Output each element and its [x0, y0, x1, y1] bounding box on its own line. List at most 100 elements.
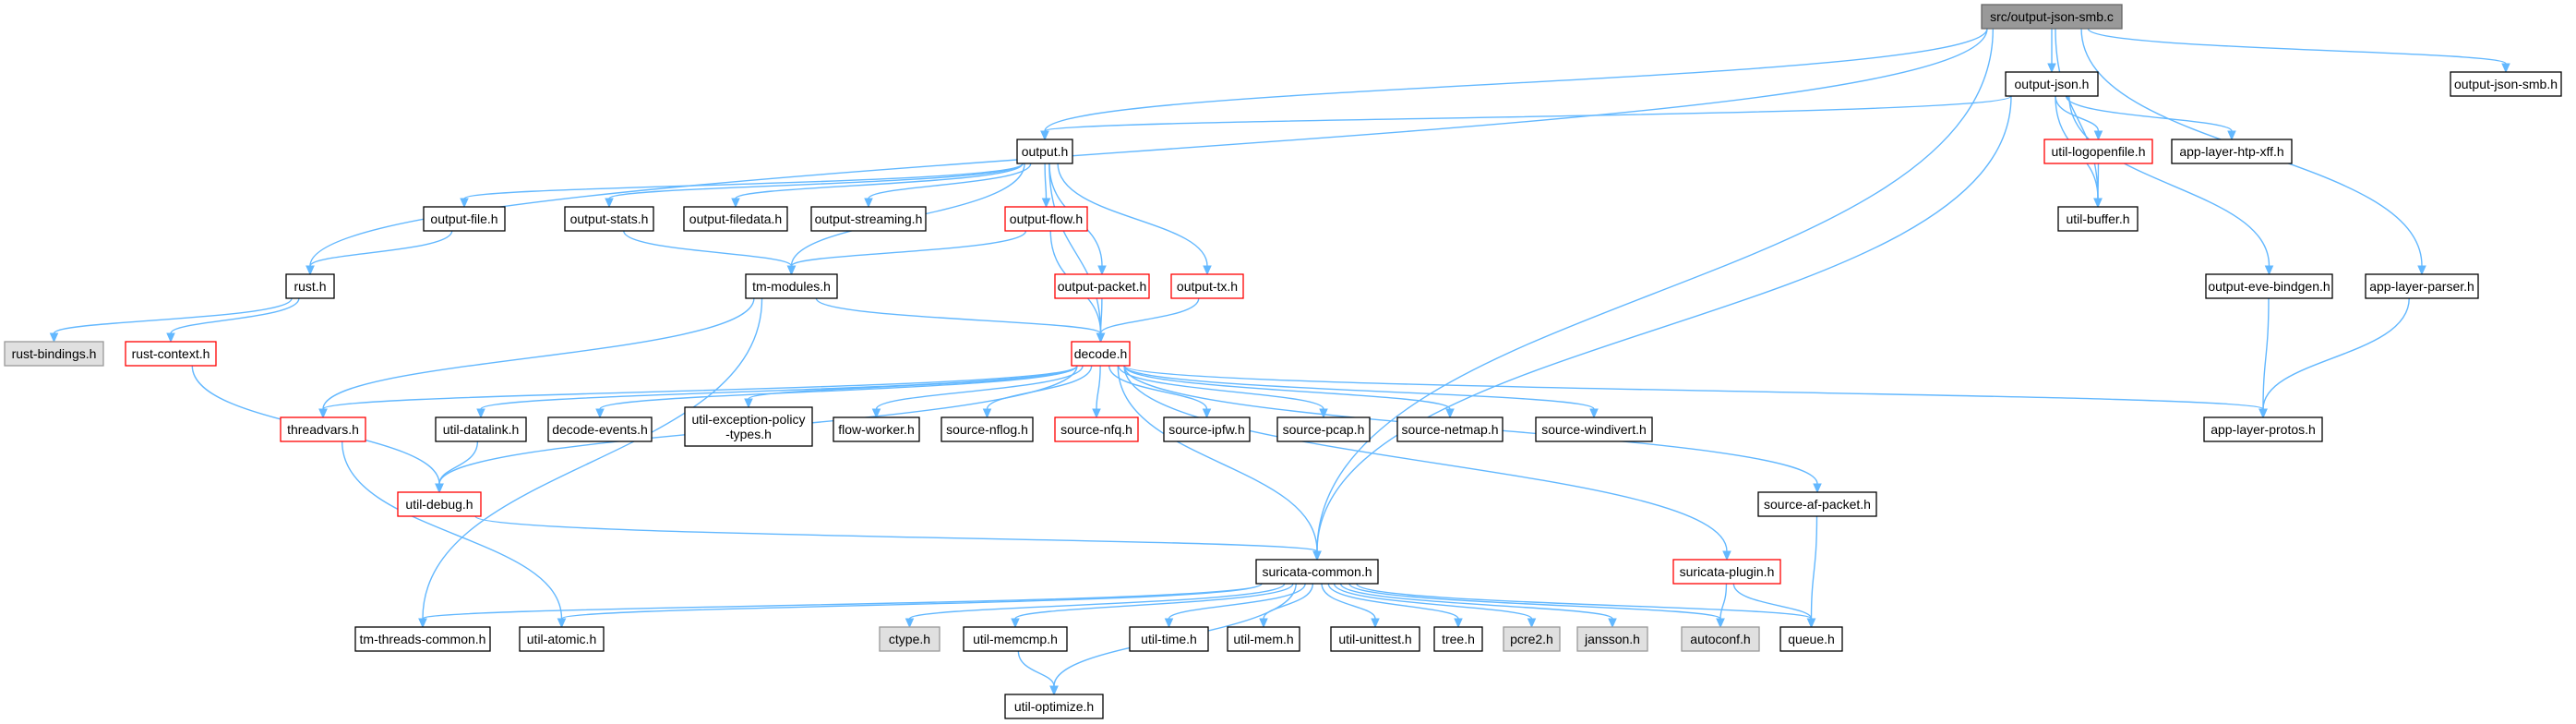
- node-label: ctype.h: [889, 632, 930, 646]
- node-output-eve-bindgen-h[interactable]: output-eve-bindgen.h: [2205, 273, 2333, 299]
- node-util-atomic-h[interactable]: util-atomic.h: [519, 626, 605, 652]
- edge-decode-h-to-source-pcap-h: [1118, 365, 1328, 419]
- node-box: [2365, 273, 2479, 299]
- node-label: source-ipfw.h: [1168, 422, 1244, 437]
- node-output-tx-h[interactable]: output-tx.h: [1170, 273, 1244, 299]
- node-source-windivert-h[interactable]: source-windivert.h: [1535, 416, 1653, 442]
- edge-decode-h-to-source-windivert-h: [1123, 365, 1599, 419]
- arrowhead: [1049, 685, 1059, 696]
- node-pcre2-h[interactable]: pcre2.h: [1503, 626, 1561, 652]
- node-tm-threads-common-h[interactable]: tm-threads-common.h: [354, 626, 491, 652]
- node-decode-events-h[interactable]: decode-events.h: [547, 416, 653, 442]
- node-rust-context-h[interactable]: rust-context.h: [125, 341, 217, 367]
- node-source-af-packet-h[interactable]: source-af-packet.h: [1757, 491, 1877, 517]
- node-app-layer-parser-h[interactable]: app-layer-parser.h: [2365, 273, 2479, 299]
- node-box: [2043, 139, 2153, 164]
- node-label: util-mem.h: [1233, 632, 1293, 646]
- edge-line: [1123, 365, 1451, 410]
- node-util-mem-h[interactable]: util-mem.h: [1227, 626, 1300, 652]
- node-rust-h[interactable]: rust.h: [285, 273, 335, 299]
- edge-line: [790, 230, 1027, 267]
- node-output-filedata-h[interactable]: output-filedata.h: [683, 206, 788, 232]
- node-output-flow-h[interactable]: output-flow.h: [1004, 206, 1088, 232]
- edge-suricata-common-h-to-ctype-h: [905, 583, 1286, 629]
- edge-line: [1123, 365, 2264, 410]
- node-label: util-debug.h: [405, 497, 473, 512]
- node-label: source-windivert.h: [1541, 422, 1647, 437]
- edge-app-layer-parser-h-to-app-layer-protos-h: [2258, 297, 2410, 419]
- node-util-optimize-h[interactable]: util-optimize.h: [1004, 694, 1104, 719]
- node-util-exception-policy-types-h[interactable]: util-exception-policy-types.h: [684, 406, 813, 447]
- edge-line: [1333, 583, 1533, 620]
- edge-line: [1099, 297, 1200, 334]
- node-app-layer-protos-h[interactable]: app-layer-protos.h: [2203, 416, 2323, 442]
- node-util-unittest-h[interactable]: util-unittest.h: [1330, 626, 1420, 652]
- node-app-layer-htp-xff-h[interactable]: app-layer-htp-xff.h: [2171, 139, 2293, 164]
- edge-line: [815, 297, 1102, 334]
- node-queue-h[interactable]: queue.h: [1779, 626, 1843, 652]
- arrowhead: [1041, 198, 1051, 209]
- node-box: [125, 341, 217, 367]
- node-util-buffer-h[interactable]: util-buffer.h: [2057, 206, 2139, 232]
- node-util-datalink-h[interactable]: util-datalink.h: [435, 416, 527, 442]
- edge-line: [2262, 297, 2270, 410]
- node-label: source-pcap.h: [1283, 422, 1365, 437]
- node-output-json-smb-c[interactable]: src/output-json-smb.c: [1981, 4, 2123, 30]
- node-output-h[interactable]: output.h: [1016, 139, 1073, 164]
- node-tree-h[interactable]: tree.h: [1433, 626, 1483, 652]
- node-source-ipfw-h[interactable]: source-ipfw.h: [1163, 416, 1251, 442]
- edge-suricata-common-h-to-autoconf-h: [1348, 583, 1725, 629]
- node-output-json-h[interactable]: output-json.h: [2005, 71, 2099, 97]
- node-box: [1433, 626, 1483, 652]
- node-suricata-plugin-h[interactable]: suricata-plugin.h: [1672, 559, 1781, 585]
- arrowhead: [460, 198, 469, 209]
- node-box: [683, 206, 788, 232]
- node-label: rust-context.h: [132, 346, 210, 361]
- node-label: output-packet.h: [1058, 279, 1147, 294]
- node-output-stats-h[interactable]: output-stats.h: [564, 206, 654, 232]
- node-output-streaming-h[interactable]: output-streaming.h: [810, 206, 927, 232]
- node-threadvars-h[interactable]: threadvars.h: [280, 416, 366, 442]
- node-box: [1227, 626, 1300, 652]
- node-source-nflog-h[interactable]: source-nflog.h: [941, 416, 1034, 442]
- edge-decode-h-to-suricata-plugin-h: [1123, 365, 1731, 561]
- node-util-time-h[interactable]: util-time.h: [1129, 626, 1209, 652]
- node-util-logopenfile-h[interactable]: util-logopenfile.h: [2043, 139, 2153, 164]
- edge-line: [1327, 583, 1459, 620]
- node-util-memcmp-h[interactable]: util-memcmp.h: [963, 626, 1068, 652]
- node-util-debug-h[interactable]: util-debug.h: [397, 491, 482, 517]
- arrowhead: [1312, 550, 1322, 561]
- arrowhead: [2264, 265, 2274, 276]
- edge-line: [1118, 365, 1324, 410]
- node-source-nfq-h[interactable]: source-nfq.h: [1054, 416, 1139, 442]
- node-box: [1054, 416, 1139, 442]
- edge-line: [1316, 95, 2012, 552]
- edge-output-flow-h-to-tm-modules-h: [786, 230, 1027, 276]
- node-output-file-h[interactable]: output-file.h: [423, 206, 506, 232]
- node-flow-worker-h[interactable]: flow-worker.h: [833, 416, 920, 442]
- edge-output-json-smb-c-to-output-json-h: [2047, 29, 2056, 74]
- node-autoconf-h[interactable]: autoconf.h: [1681, 626, 1760, 652]
- arrowhead: [476, 408, 485, 419]
- node-decode-h[interactable]: decode.h: [1071, 341, 1131, 367]
- node-label: util-time.h: [1141, 632, 1197, 646]
- node-suricata-common-h[interactable]: suricata-common.h: [1255, 559, 1379, 585]
- arrowhead: [1371, 618, 1380, 629]
- node-output-packet-h[interactable]: output-packet.h: [1054, 273, 1150, 299]
- node-source-pcap-h[interactable]: source-pcap.h: [1276, 416, 1371, 442]
- edge-suricata-common-h-to-util-mem-h: [1259, 583, 1314, 629]
- node-source-netmap-h[interactable]: source-netmap.h: [1396, 416, 1504, 442]
- node-label: flow-worker.h: [838, 422, 914, 437]
- node-tm-modules-h[interactable]: tm-modules.h: [745, 273, 838, 299]
- arrowhead: [418, 618, 427, 629]
- edge-output-json-smb-c-to-output-json-smb-h: [2087, 28, 2510, 74]
- arrowhead: [786, 265, 797, 276]
- node-rust-bindings-h[interactable]: rust-bindings.h: [4, 341, 104, 367]
- node-output-json-smb-h[interactable]: output-json-smb.h: [2450, 71, 2562, 97]
- edge-suricata-common-h-to-queue-h: [1356, 583, 1816, 629]
- edge-line: [1356, 583, 1813, 620]
- node-ctype-h[interactable]: ctype.h: [879, 626, 941, 652]
- node-box: [2203, 416, 2323, 442]
- node-jansson-h[interactable]: jansson.h: [1576, 626, 1648, 652]
- arrowhead: [1722, 550, 1731, 561]
